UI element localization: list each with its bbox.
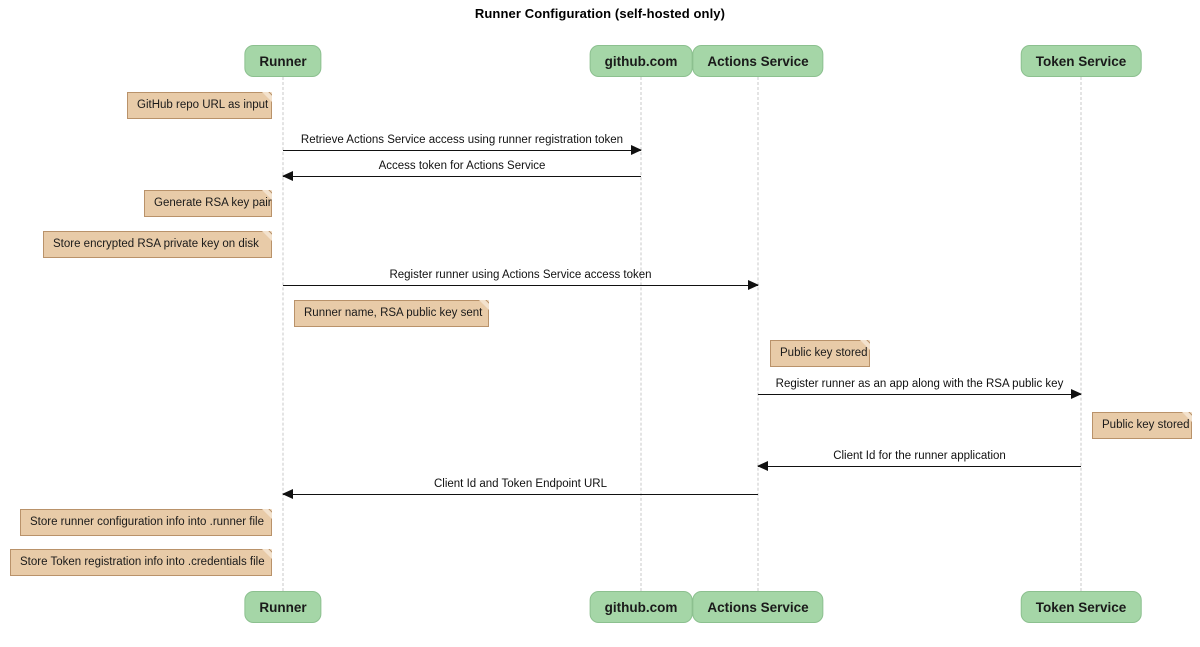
message-label: Retrieve Actions Service access using ru… <box>300 134 624 146</box>
participant-actions-top[interactable]: Actions Service <box>692 45 824 77</box>
message-line <box>283 494 758 495</box>
message-line <box>758 466 1081 467</box>
participant-token-top[interactable]: Token Service <box>1020 45 1142 77</box>
message-label: Client Id and Token Endpoint URL <box>433 478 608 490</box>
participant-github-bottom[interactable]: github.com <box>589 591 693 623</box>
note-label: Store encrypted RSA private key on disk <box>53 238 259 250</box>
arrowhead-icon <box>282 171 293 181</box>
message-line <box>283 285 758 286</box>
participant-token-bottom[interactable]: Token Service <box>1020 591 1142 623</box>
note-label: Runner name, RSA public key sent <box>304 307 483 319</box>
note-fold-edge <box>1181 412 1192 423</box>
participant-actions-bottom[interactable]: Actions Service <box>692 591 824 623</box>
message-line <box>758 394 1081 395</box>
lifeline-github <box>640 77 642 591</box>
note-n7: Store runner configuration info into .ru… <box>20 509 272 536</box>
arrowhead-icon <box>1071 389 1082 399</box>
note-fold-edge <box>261 92 272 103</box>
note-label: GitHub repo URL as input <box>137 99 269 111</box>
page-title: Runner Configuration (self-hosted only) <box>474 6 726 21</box>
arrowhead-icon <box>748 280 759 290</box>
message-label: Register runner as an app along with the… <box>775 378 1064 390</box>
message-label: Access token for Actions Service <box>378 160 546 172</box>
note-label: Public key stored <box>1102 419 1190 431</box>
note-label: Public key stored <box>780 347 868 359</box>
note-n8: Store Token registration info into .cred… <box>10 549 272 576</box>
message-label: Client Id for the runner application <box>833 450 1006 462</box>
lifeline-runner <box>282 77 284 591</box>
note-n3: Store encrypted RSA private key on disk <box>43 231 272 258</box>
arrowhead-icon <box>757 461 768 471</box>
note-n6: Public key stored <box>1092 412 1192 439</box>
note-label: Store runner configuration info into .ru… <box>30 516 264 528</box>
note-fold-edge <box>261 231 272 242</box>
note-fold-edge <box>859 340 870 351</box>
lifeline-actions <box>757 77 759 591</box>
note-fold-edge <box>261 190 272 201</box>
arrowhead-icon <box>631 145 642 155</box>
note-n4: Runner name, RSA public key sent <box>294 300 489 327</box>
note-n1: GitHub repo URL as input <box>127 92 272 119</box>
participant-github-top[interactable]: github.com <box>589 45 693 77</box>
note-n2: Generate RSA key pair <box>144 190 272 217</box>
message-line <box>283 176 641 177</box>
message-label: Register runner using Actions Service ac… <box>389 269 652 281</box>
note-label: Generate RSA key pair <box>154 197 272 209</box>
note-fold-edge <box>261 549 272 560</box>
lifeline-token <box>1080 77 1082 591</box>
participant-runner-top[interactable]: Runner <box>244 45 322 77</box>
note-fold-edge <box>261 509 272 520</box>
note-fold-edge <box>478 300 489 311</box>
note-n5: Public key stored <box>770 340 870 367</box>
participant-runner-bottom[interactable]: Runner <box>244 591 322 623</box>
arrowhead-icon <box>282 489 293 499</box>
message-line <box>283 150 641 151</box>
note-label: Store Token registration info into .cred… <box>20 556 265 568</box>
